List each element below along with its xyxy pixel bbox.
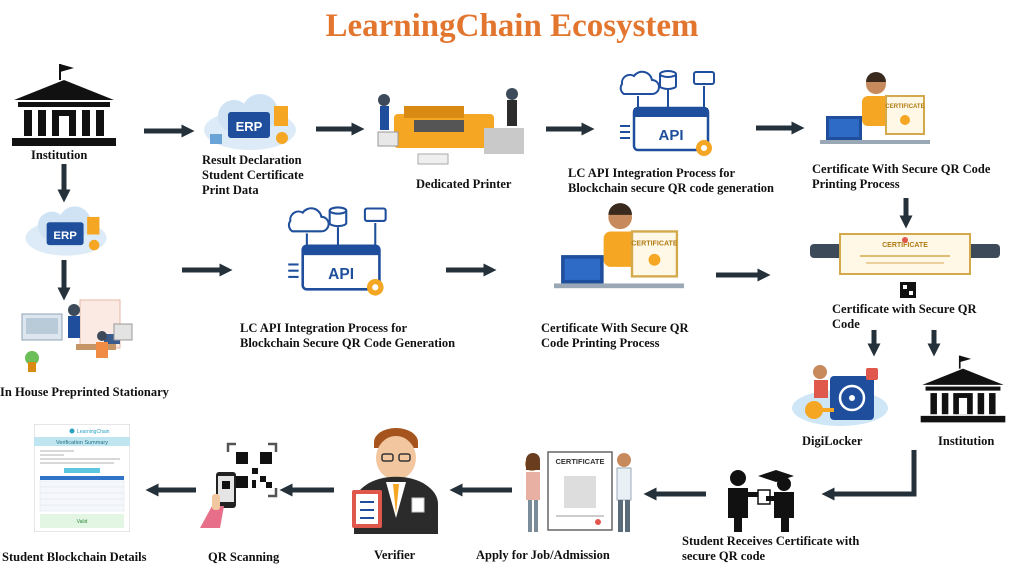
cert-qr-label: Certificate with Secure QR Code — [832, 302, 977, 332]
digilocker-icon — [792, 365, 888, 426]
arrow-institution-to-student — [821, 450, 917, 501]
qr-scanning-phone-icon — [200, 442, 278, 528]
institution-top-label: Institution — [31, 148, 88, 162]
cert-print-top-label-line: Certificate With Secure QR Code — [812, 162, 991, 176]
verification-summary-icon: LearningChain Verification Summary Valid — [33, 423, 131, 533]
diagram-title: LearningChain Ecosystem — [325, 8, 699, 44]
api-top-node: API — [614, 66, 724, 165]
erp-top-label: Result Declaration Student Certificate P… — [202, 153, 304, 198]
blockchain-details-brand: LearningChain — [77, 429, 110, 435]
api-mid-node: API — [282, 202, 396, 305]
api-mid-label: LC API Integration Process for Blockchai… — [240, 321, 455, 351]
erp-cloud-icon: ERP — [204, 94, 296, 150]
cert-print-mid-label-line: Certificate With Secure QR — [541, 321, 689, 335]
apply-job-label: Apply for Job/Admission — [476, 548, 610, 562]
institution-right-label: Institution — [938, 434, 995, 448]
certificate-printing-icon: CERTIFICATE — [820, 72, 930, 144]
api-top-label: LC API Integration Process for Blockchai… — [568, 166, 774, 196]
printer-label: Dedicated Printer — [416, 177, 512, 191]
stationary-node — [16, 298, 134, 379]
office-stationary-icon — [21, 299, 133, 372]
blockchain-details-status: Valid — [77, 519, 88, 525]
cert-qr-node: CERTIFICATE — [810, 230, 1000, 305]
blockchain-details-node: LearningChain Verification Summary Valid — [33, 423, 131, 537]
digilocker-node — [790, 358, 890, 433]
cert-print-mid-label-line: Code Printing Process — [541, 336, 660, 350]
api-top-label-line: Blockchain secure QR code generation — [568, 181, 774, 195]
certificate-printing-icon: CERTIFICATE — [554, 203, 684, 289]
printer-node — [374, 84, 534, 179]
cert-print-top-label: Certificate With Secure QR Code Printing… — [812, 162, 990, 192]
institution-top-node — [10, 62, 118, 153]
erp-left-icon-text: ERP — [53, 230, 77, 242]
api-integration-icon: API — [619, 70, 715, 156]
institution-building-icon — [920, 355, 1006, 423]
erp-top-label-line: Student Certificate — [202, 168, 304, 182]
blockchain-details-label: Student Blockchain Details — [2, 550, 147, 564]
qr-scanning-node — [200, 436, 280, 533]
verifier-person-icon — [352, 428, 438, 534]
industrial-printer-icon — [377, 88, 524, 165]
api-integration-icon: API — [287, 206, 387, 296]
cert-print-mid-icon-text: CERTIFICATE — [631, 240, 678, 248]
job-application-icon: CERTIFICATE — [525, 451, 632, 532]
apply-job-icon-text: CERTIFICATE — [555, 457, 604, 466]
erp-cloud-icon: ERP — [25, 206, 107, 256]
digilocker-label: DigiLocker — [802, 434, 863, 448]
stationary-label: In House Preprinted Stationary — [0, 385, 169, 399]
institution-right-node — [908, 354, 1018, 429]
student-receives-label-line: secure QR code — [682, 549, 766, 563]
api-mid-label-line: LC API Integration Process for — [240, 321, 408, 335]
api-mid-icon-text: API — [328, 266, 354, 283]
certificate-with-qr-icon: CERTIFICATE — [810, 233, 1000, 298]
cert-print-mid-node: CERTIFICATE — [554, 196, 684, 305]
student-receives-node — [722, 468, 804, 537]
cert-print-top-label-line: Printing Process — [812, 177, 900, 191]
erp-left-node: ERP — [22, 202, 110, 265]
student-receives-label: Student Receives Certificate with secure… — [682, 534, 859, 564]
qr-scanning-label: QR Scanning — [208, 550, 280, 564]
verifier-node — [348, 426, 442, 539]
blockchain-details-heading: Verification Summary — [56, 440, 108, 446]
cert-qr-label-line: Code — [832, 317, 860, 331]
cert-qr-label-line: Certificate with Secure QR — [832, 302, 977, 316]
institution-building-icon — [12, 64, 116, 146]
api-top-icon-text: API — [658, 127, 683, 144]
graduate-handover-icon — [728, 470, 794, 532]
cert-print-mid-label: Certificate With Secure QR Code Printing… — [541, 321, 689, 351]
api-top-label-line: LC API Integration Process for — [568, 166, 736, 180]
api-mid-label-line: Blockchain Secure QR Code Generation — [240, 336, 456, 350]
cert-print-top-node: CERTIFICATE — [820, 70, 930, 155]
erp-top-icon-text: ERP — [236, 119, 263, 134]
student-receives-label-line: Student Receives Certificate with — [682, 534, 860, 548]
cert-qr-icon-text: CERTIFICATE — [882, 242, 928, 249]
verifier-label: Verifier — [374, 548, 416, 562]
erp-top-node: ERP — [200, 90, 300, 159]
erp-top-label-line: Print Data — [202, 183, 259, 197]
apply-job-node: CERTIFICATE — [518, 446, 642, 543]
erp-top-label-line: Result Declaration — [202, 153, 302, 167]
cert-print-top-icon-text: CERTIFICATE — [885, 104, 924, 110]
